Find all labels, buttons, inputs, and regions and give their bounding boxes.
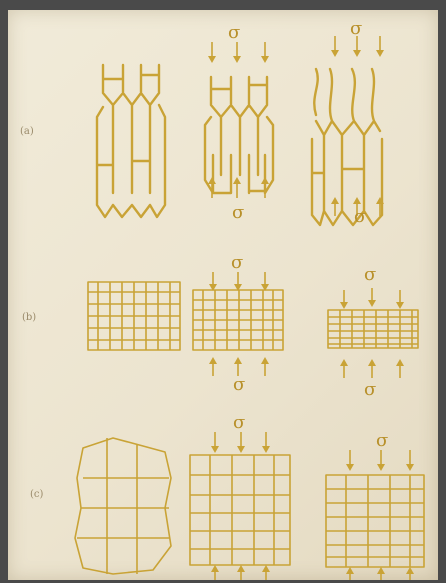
arrow-down-icon [261,272,269,291]
arrow-up-icon [331,197,339,216]
arrow-up-icon [406,567,414,580]
row-a-compressed-cells [205,77,273,193]
foam-deformation-figure: (a) (b) (c) [8,10,438,580]
arrow-up-icon [377,567,385,580]
arrow-up-icon [346,567,354,580]
arrow-down-icon [233,42,241,63]
sigma-label: σ [364,264,376,285]
arrow-down-icon [406,450,414,471]
arrow-up-icon [368,359,376,378]
arrow-down-icon [377,450,385,471]
arrow-up-icon [233,177,241,198]
row-c-compressed-cells [190,455,290,565]
sigma-label: σ [228,22,240,43]
arrow-down-icon [208,42,216,63]
arrow-up-icon [340,359,348,378]
sigma-label: σ [364,379,376,400]
sigma-label: σ [233,412,245,433]
arrow-down-icon [262,432,270,453]
arrow-up-icon [209,357,217,376]
row-b-undeformed-foam [88,282,180,350]
row-c-densified-cells [326,475,424,567]
arrow-down-icon [211,432,219,453]
row-b-densified-foam [328,310,418,348]
arrow-down-icon [353,36,361,57]
arrow-up-icon [237,565,245,580]
row-b-compressed-foam [193,290,283,350]
row-label-c: (c) [30,489,44,500]
sigma-label: σ [231,252,243,273]
sigma-label: σ [233,374,245,395]
arrow-down-icon [209,272,217,291]
arrow-down-icon [261,42,269,63]
arrow-down-icon [396,290,404,309]
arrow-up-icon [261,357,269,376]
row-label-a: (a) [20,126,34,137]
arrow-down-icon [340,290,348,309]
row-c-undeformed-cells [75,438,171,574]
arrow-down-icon [376,36,384,57]
arrow-down-icon [234,272,242,291]
arrow-up-icon [211,565,219,580]
arrow-up-icon [396,359,404,378]
arrow-down-icon [368,288,376,307]
arrow-down-icon [331,36,339,57]
page-scan: (a) (b) (c) [8,10,438,580]
sigma-label: σ [376,430,388,451]
arrow-up-icon [262,565,270,580]
row-a-buckled-cells [312,69,382,225]
sigma-label: σ [354,206,366,227]
arrow-down-icon [237,432,245,453]
row-label-b: (b) [22,312,36,323]
sigma-label: σ [350,18,362,39]
arrow-down-icon [346,450,354,471]
row-a-undeformed-cells [97,65,165,217]
sigma-label: σ [232,202,244,223]
